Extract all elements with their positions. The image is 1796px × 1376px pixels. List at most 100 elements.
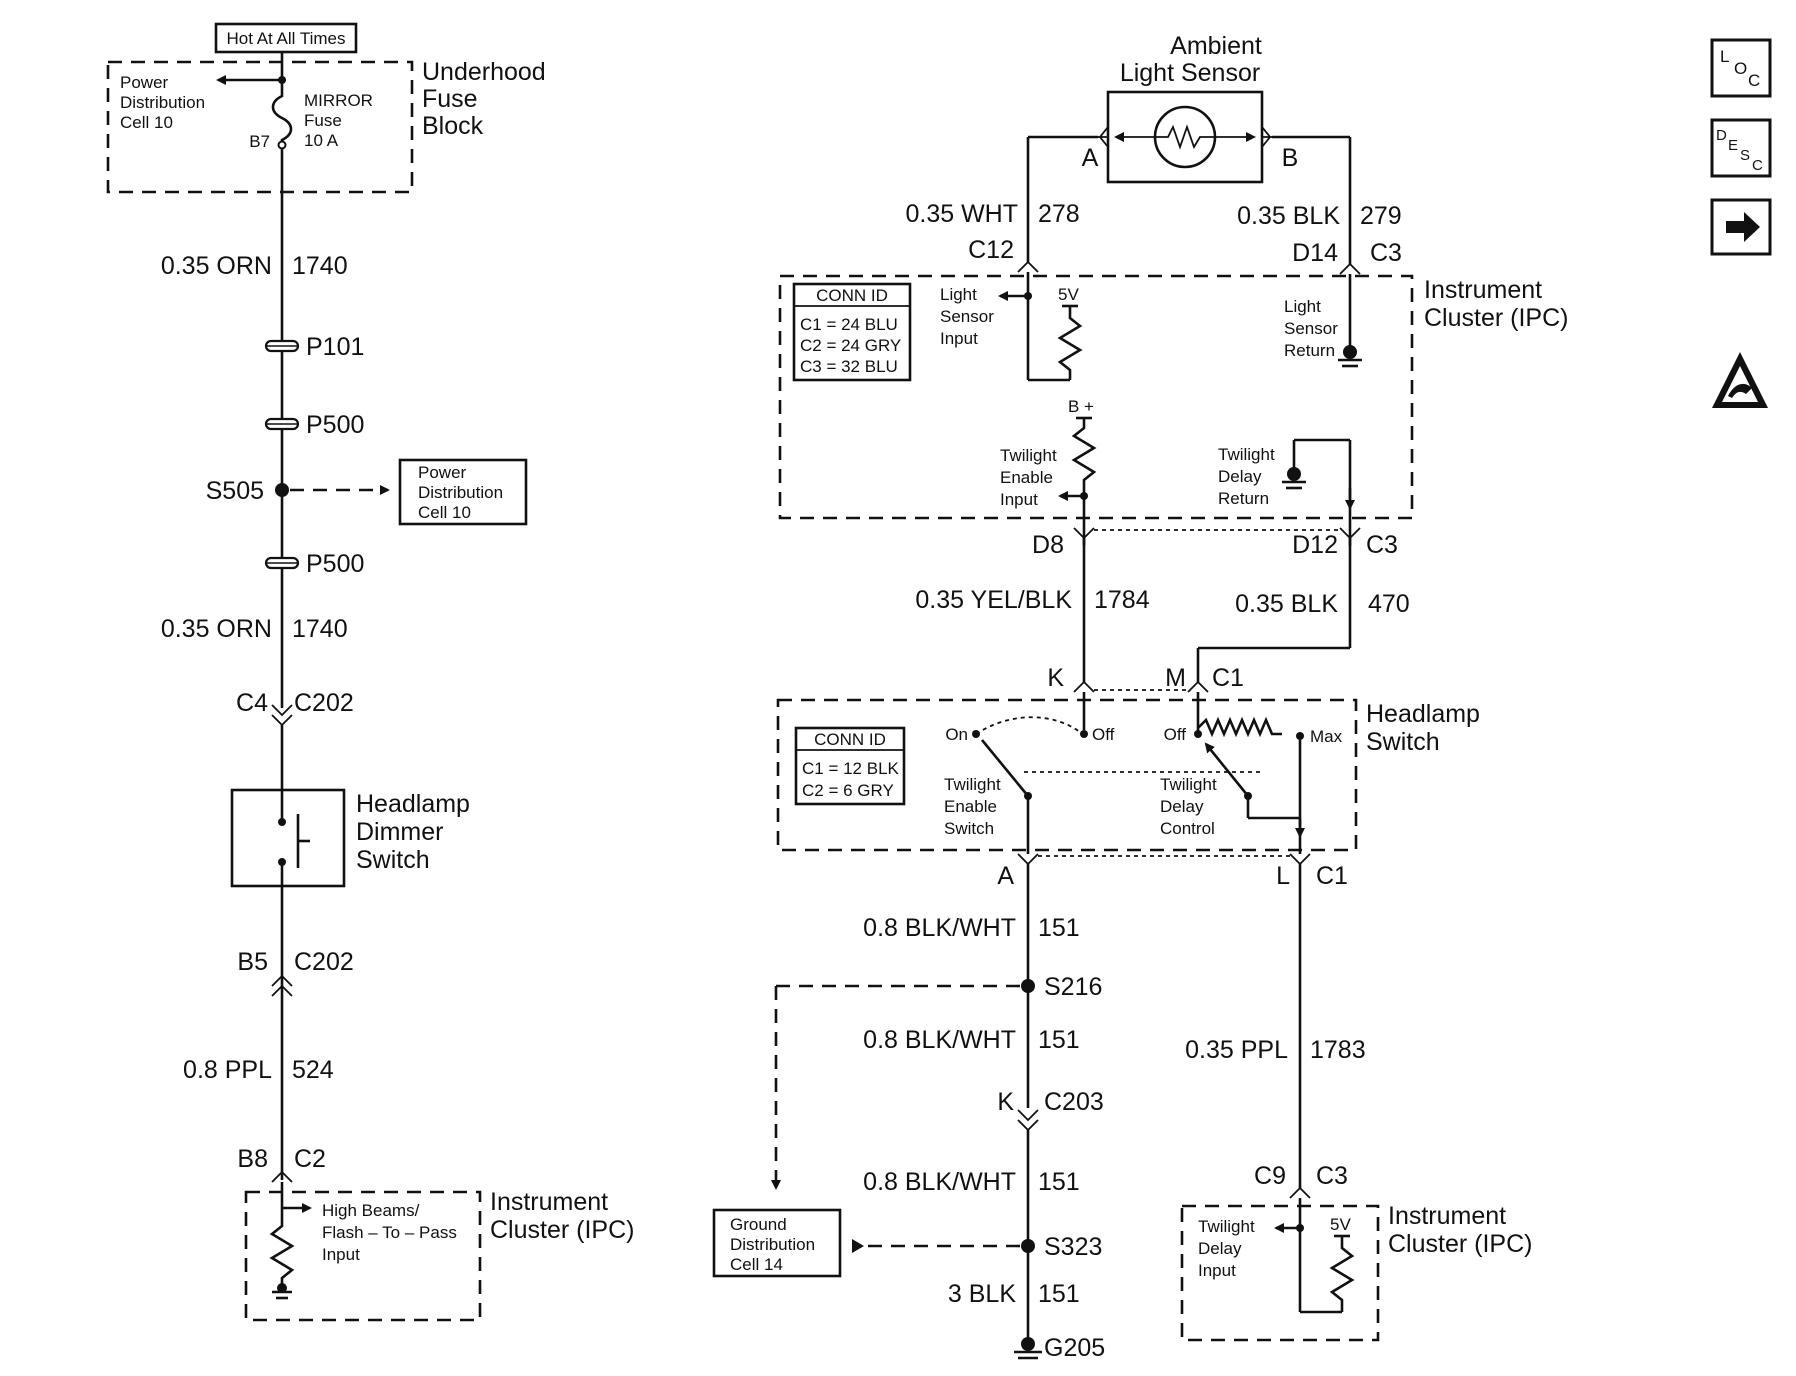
wire278-size-color: 0.35 WHT — [905, 200, 1018, 228]
p500b-label: P500 — [306, 550, 364, 578]
right-circuit: Ambient Light Sensor A B 0.35 WHT 278 C1… — [712, 32, 1568, 1362]
hs-on: On — [945, 725, 968, 744]
c202-bottom-connector-icon — [271, 974, 293, 997]
wire470-circuit: 470 — [1368, 590, 1410, 618]
dimmer-line2: Dimmer — [356, 818, 444, 846]
wire151b-circuit: 151 — [1038, 1026, 1080, 1054]
nav-icons: L O C D E S C — [1710, 38, 1772, 408]
c203-pin: K — [997, 1088, 1014, 1116]
ipc-top-label2: Cluster (IPC) — [1424, 304, 1568, 332]
wire2-circuit: 1740 — [292, 615, 348, 643]
fuse-block-label-1: Underhood — [422, 58, 546, 86]
pdc-box — [398, 458, 528, 526]
wire1-circuit: 1740 — [292, 252, 348, 280]
power-tag-box — [214, 22, 358, 54]
s323-splice-icon — [1021, 1239, 1035, 1253]
gdc-line2: Distribution — [730, 1235, 815, 1254]
next-button[interactable] — [1710, 198, 1772, 256]
tes-line1: Twilight — [944, 775, 1001, 794]
s505-label: S505 — [206, 477, 264, 505]
ground-g205: G205 — [1044, 1334, 1105, 1362]
ipc-bottom-label2: Cluster (IPC) — [1388, 1230, 1532, 1258]
mirror-fuse-icon — [271, 80, 293, 145]
wire151d-circuit: 151 — [1038, 1280, 1080, 1308]
sensor-pin-b: B — [1282, 144, 1299, 172]
twilight-enable-switch-icon — [980, 739, 1030, 797]
ipc-conn-id-c2: C2 = 24 GRY — [800, 336, 901, 355]
lsr-line1: Light — [1284, 297, 1321, 316]
tdr-line3: Return — [1218, 489, 1269, 508]
sensor-pin-a: A — [1082, 144, 1099, 172]
s216-splice-icon — [1021, 979, 1035, 993]
splice-s216: S216 — [1044, 973, 1102, 1001]
hs-conn-id-c1: C1 = 12 BLK — [802, 759, 900, 778]
tdi-line3: Input — [1198, 1261, 1236, 1280]
desc-button[interactable]: D E S C — [1710, 118, 1772, 178]
c12-connector-icon — [1017, 260, 1039, 273]
p101-connector-icon — [264, 339, 300, 353]
wire279-circuit: 279 — [1360, 202, 1402, 230]
lsi-line1: Light — [940, 285, 977, 304]
desc-letter-d: D — [1716, 127, 1727, 144]
fuse-block-label-3: Block — [422, 112, 484, 140]
sensor-line2: Light Sensor — [1120, 59, 1260, 87]
ipc-conn-id-title: CONN ID — [816, 286, 888, 305]
ipc-bottom-5v: 5V — [1330, 1215, 1351, 1234]
desc-letter-s: S — [1740, 147, 1750, 164]
wire279-size-color: 0.35 BLK — [1237, 202, 1340, 230]
loc-button[interactable]: L O C — [1710, 38, 1772, 98]
wire1783-circuit: 1783 — [1310, 1036, 1366, 1064]
fuse-block-label-2: Fuse — [422, 85, 478, 113]
pin-a: A — [997, 862, 1014, 890]
c203-connector-icon — [1017, 1109, 1039, 1132]
ipc-5v-pullup-resistor-icon — [1057, 306, 1083, 380]
p500a-connector-icon — [264, 417, 300, 431]
c202-top-name: C202 — [294, 689, 354, 717]
hs-off1: Off — [1092, 725, 1115, 744]
desc-letter-c: C — [1752, 157, 1763, 174]
hs-off2: Off — [1164, 725, 1187, 744]
pdc-top-line1: Power — [120, 73, 169, 92]
ipc-left-input-line2: Flash – To – Pass — [322, 1223, 457, 1242]
s505-splice-icon — [275, 483, 289, 497]
c9-pin: C9 — [1254, 1162, 1286, 1190]
fuse-pin: B7 — [249, 132, 270, 151]
p500a-label: P500 — [306, 411, 364, 439]
desc-letter-e: E — [1728, 137, 1738, 154]
l-connector-icon — [1289, 853, 1311, 866]
wire470-size-color: 0.35 BLK — [1235, 590, 1338, 618]
wire151a-size-color: 0.8 BLK/WHT — [863, 914, 1016, 942]
conn-c3-top: C3 — [1370, 239, 1402, 267]
power-tag-label: Hot At All Times — [226, 29, 345, 48]
conn-c1-top: C1 — [1212, 664, 1244, 692]
splice-s323: S323 — [1044, 1233, 1102, 1261]
wire151a-circuit: 151 — [1038, 914, 1080, 942]
ipc-bottom-label1: Instrument — [1388, 1202, 1506, 1230]
ipc-top-5v: 5V — [1058, 285, 1079, 304]
loc-letter-c: C — [1748, 71, 1760, 90]
pin-k: K — [1047, 664, 1064, 692]
headlamp-switch — [776, 698, 1358, 852]
pdc-top-line2: Distribution — [120, 93, 205, 112]
c9-connector-icon — [1289, 1186, 1311, 1199]
wire151c-size-color: 0.8 BLK/WHT — [863, 1168, 1016, 1196]
tdi-line1: Twilight — [1198, 1217, 1255, 1236]
wire151b-size-color: 0.8 BLK/WHT — [863, 1026, 1016, 1054]
wire1783-size-color: 0.35 PPL — [1185, 1036, 1288, 1064]
pdc-box-line3: Cell 10 — [418, 503, 471, 522]
hs-label2: Switch — [1366, 728, 1440, 756]
pdc-top-line3: Cell 10 — [120, 113, 173, 132]
gdc-line3: Cell 14 — [730, 1255, 783, 1274]
c202-bottom-pin: B5 — [237, 948, 268, 976]
c2-name: C2 — [294, 1145, 326, 1173]
ipc-left-input-line3: Input — [322, 1245, 360, 1264]
ipc-left — [244, 1190, 482, 1322]
fuse-rating: 10 A — [304, 131, 339, 150]
wire3-size-color: 0.8 PPL — [183, 1056, 272, 1084]
gdc-line1: Ground — [730, 1215, 787, 1234]
hs-conn-id-c2: C2 = 6 GRY — [802, 781, 894, 800]
fuse-name: MIRROR — [304, 91, 373, 110]
loc-letter-o: O — [1734, 59, 1747, 78]
conn-c1-bottom: C1 — [1316, 862, 1348, 890]
